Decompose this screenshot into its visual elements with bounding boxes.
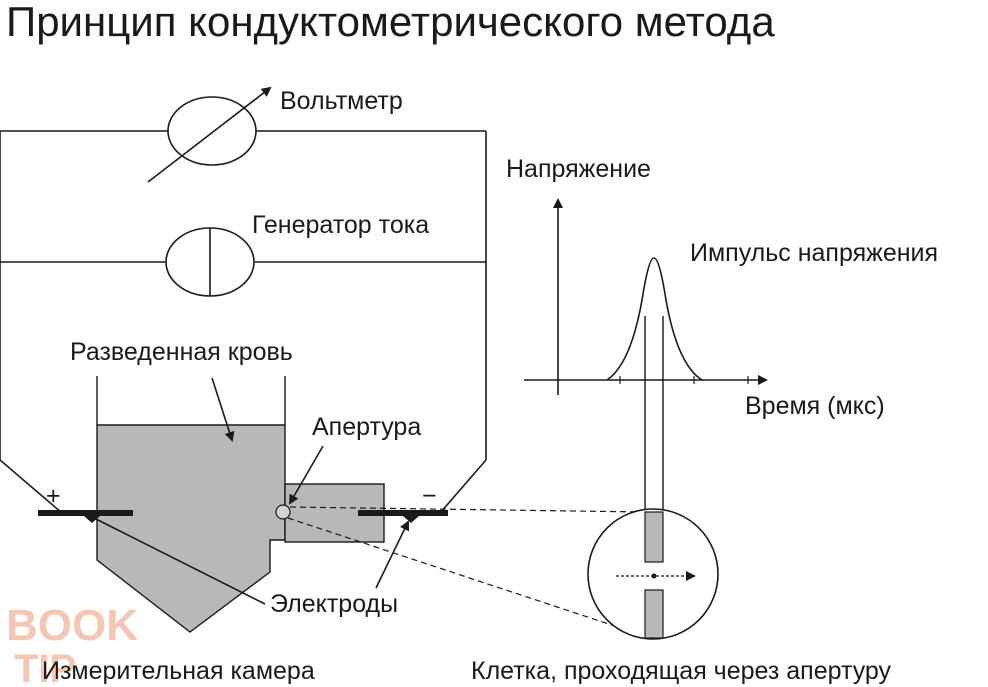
voltage-pulse-curve — [606, 257, 703, 381]
aperture-pointer — [288, 445, 324, 505]
magnified-aperture — [587, 508, 719, 640]
cell-through-aperture-label: Клетка, проходящая через апертуру — [471, 657, 892, 685]
voltmeter-label: Вольтметр — [280, 87, 403, 115]
aperture-channel — [644, 316, 664, 512]
electrodes-pointer-right — [375, 520, 410, 589]
svg-text:TIP: TIP — [14, 647, 76, 687]
svg-text:BOOK: BOOK — [6, 601, 138, 650]
electrodes-pointer-left — [93, 517, 266, 605]
booktip-watermark: BOOK TIP — [6, 601, 138, 687]
time-axis-label: Время (мкс) — [745, 392, 885, 420]
measuring-chamber-label: Измерительная камера — [42, 657, 315, 685]
voltage-pulse-label: Импульс напряжения — [690, 239, 938, 267]
diluted-blood-pointer — [211, 377, 235, 442]
zoom-lines — [287, 506, 646, 637]
minus-sign: − — [422, 482, 437, 510]
plus-sign: + — [46, 482, 61, 510]
measuring-chamber — [96, 376, 385, 633]
aperture-label: Апертура — [312, 413, 421, 441]
diluted-blood-label: Разведенная кровь — [70, 338, 293, 366]
voltmeter-symbol — [147, 86, 272, 183]
circuit-wires — [0, 130, 487, 514]
current-generator-label: Генератор тока — [252, 211, 429, 239]
current-generator-symbol — [165, 227, 255, 297]
page-title: Принцип кондуктометрического метода — [6, 0, 775, 45]
voltage-axis-label: Напряжение — [506, 155, 651, 183]
electrodes-label: Электроды — [270, 590, 398, 618]
cell-dot — [651, 573, 657, 579]
electrodes — [38, 510, 448, 523]
